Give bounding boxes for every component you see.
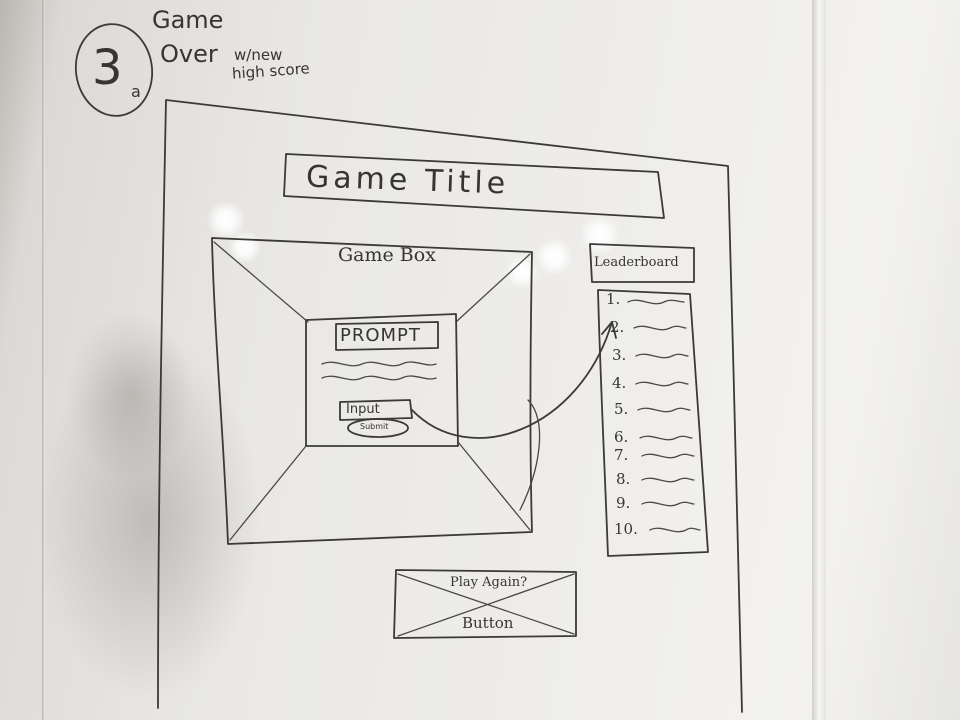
- leaderboard-rank: 7.: [614, 446, 629, 464]
- arrow-head: [601, 321, 617, 339]
- board-right-edge: [812, 0, 826, 720]
- submit-label: Submit: [360, 422, 389, 431]
- leaderboard-rank: 1.: [606, 290, 621, 308]
- light-glare: [535, 238, 573, 276]
- step-sub: a: [131, 82, 141, 101]
- prompt-text-line: [321, 361, 437, 367]
- game-box-diagonal: [213, 241, 531, 541]
- step-circle: [74, 23, 154, 117]
- game-box-label: Game Box: [338, 244, 436, 266]
- leaderboard-heading: Leaderboard: [594, 255, 679, 270]
- leaderboard-rank: 8.: [616, 470, 631, 488]
- step-line-over: Over: [160, 40, 218, 68]
- leaderboard-rank: 9.: [616, 494, 631, 512]
- light-glare: [580, 215, 620, 255]
- play-again-top-label: Play Again?: [450, 575, 528, 590]
- leaderboard-heading-box: [589, 243, 695, 283]
- step-number: 3: [92, 40, 123, 96]
- title-bar: [283, 153, 665, 219]
- input-label: Input: [346, 402, 380, 417]
- step-line-game: Game: [152, 6, 224, 34]
- prompt-label-box: [335, 321, 439, 351]
- game-title-label: Game Title: [305, 159, 510, 202]
- arrow-to-leaderboard: [411, 321, 613, 439]
- leaderboard-rank: 10.: [614, 520, 638, 538]
- play-again-bottom-label: Button: [462, 614, 514, 632]
- game-box-scribble: [519, 399, 541, 511]
- input-box: [339, 399, 413, 421]
- leaderboard-list-box: [597, 289, 709, 557]
- leaderboard-rank: 4.: [612, 374, 627, 392]
- board-left-edge: [42, 0, 45, 720]
- play-again-diagonal: [397, 573, 575, 637]
- play-again-button: [393, 569, 577, 639]
- prompt-card: [305, 313, 459, 447]
- leaderboard-rank: 5.: [614, 400, 629, 418]
- page-frame: [157, 99, 743, 713]
- prompt-text-line: [321, 375, 437, 381]
- leaderboard-rank: 6.: [614, 428, 629, 446]
- prompt-label: PROMPT: [340, 325, 421, 346]
- game-box: [211, 237, 533, 545]
- leaderboard-rank: 2.: [610, 318, 625, 336]
- leaderboard-rank: 3.: [612, 346, 627, 364]
- submit-oval: [347, 418, 409, 438]
- step-line-new: w/new: [234, 46, 283, 64]
- leaderboard-entries: [627, 299, 701, 533]
